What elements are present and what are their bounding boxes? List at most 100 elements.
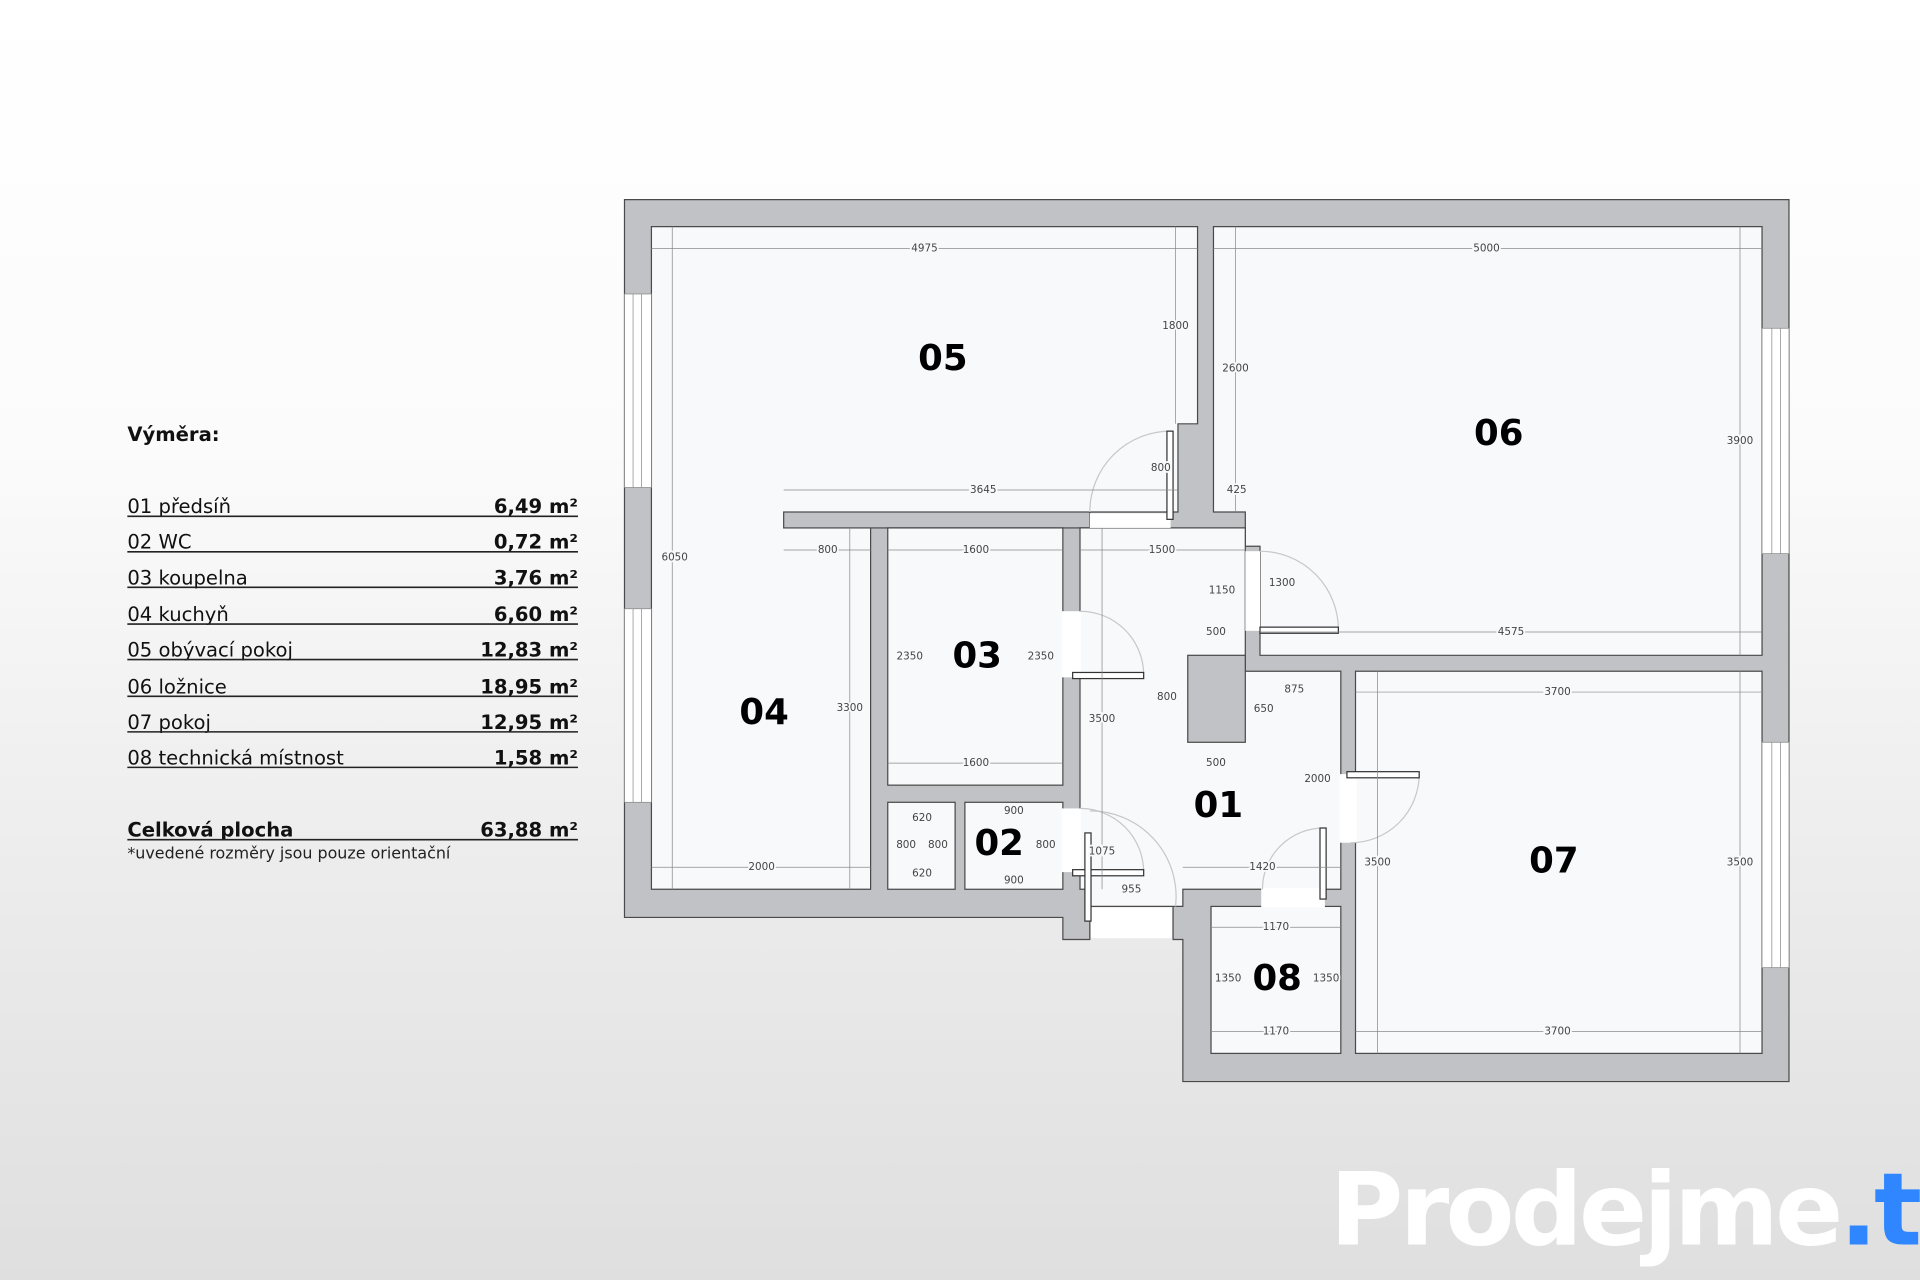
dimension-label: 1170	[1263, 1025, 1289, 1037]
door-opening	[1089, 513, 1171, 528]
dimension-label: 3900	[1727, 435, 1753, 447]
legend-room-label: 05 obývací pokoj	[127, 639, 293, 662]
room-label-05: 05	[918, 338, 967, 379]
dimension-label: 875	[1284, 684, 1304, 696]
entrance-opening	[1091, 907, 1172, 939]
room-08	[1210, 905, 1342, 1055]
logo-dot: .	[1840, 1151, 1874, 1268]
dimension-label: 4575	[1498, 626, 1524, 638]
door-opening	[1339, 774, 1357, 843]
dimension-label: 500	[1206, 626, 1226, 638]
legend-room-area: 12,95 m²	[480, 711, 578, 734]
door-opening	[1245, 551, 1260, 631]
dimension-label: 3645	[970, 484, 996, 496]
dimension-label: 900	[1004, 805, 1024, 817]
dimension-label: 800	[896, 839, 916, 851]
room-label-08: 08	[1252, 958, 1301, 999]
door-05	[1089, 430, 1174, 520]
door-07	[1346, 771, 1420, 844]
legend-room-area: 6,60 m²	[494, 603, 578, 626]
logo-main-text: Prodejme	[1330, 1151, 1840, 1268]
legend-room-area: 3,76 m²	[494, 566, 578, 589]
dimension-label: 620	[912, 867, 932, 879]
room-03	[887, 527, 1064, 786]
legend-row: 08 technická místnost 1,58 m²	[127, 746, 578, 769]
legend-total-row: Celková plocha 63,88 m²	[127, 819, 578, 842]
dimension-label: 6050	[661, 551, 687, 563]
legend-room-label: 08 technická místnost	[127, 746, 344, 769]
window	[624, 293, 652, 488]
legend-room-area: 12,83 m²	[480, 639, 578, 662]
dimension-label: 955	[1122, 883, 1142, 895]
dimension-label: 425	[1227, 484, 1247, 496]
dimension-label: 1600	[963, 544, 989, 556]
room-labels: 01 02 03 04 05 06 07 08	[739, 338, 1578, 999]
room-07	[1354, 670, 1763, 1055]
room-label-02: 02	[974, 823, 1023, 864]
dimension-label: 800	[928, 839, 948, 851]
dimension-label: 2000	[748, 861, 774, 873]
door-opening	[1261, 888, 1325, 908]
door-06	[1259, 550, 1339, 634]
legend-room-area: 6,49 m²	[494, 495, 578, 518]
dimension-label: 800	[1151, 462, 1171, 474]
dimension-label: 1420	[1249, 861, 1275, 873]
dimension-label: 2350	[1028, 651, 1054, 663]
window	[624, 608, 652, 803]
dimension-label: 1150	[1209, 584, 1235, 596]
legend-row: 07 pokoj 12,95 m²	[127, 711, 578, 734]
dimension-label: 3700	[1544, 686, 1570, 698]
legend-room-label: 07 pokoj	[127, 711, 211, 734]
dimension-label: 2600	[1222, 363, 1248, 375]
floor-plan: 4975 5000 1800 2600 6050 3900 3645 425 8…	[623, 199, 1790, 1083]
room-label-06: 06	[1474, 413, 1523, 454]
door-opening	[1061, 808, 1082, 873]
total-area: 63,88 m²	[480, 819, 578, 842]
logo-tld: to	[1874, 1151, 1920, 1268]
legend-room-label: 02 WC	[127, 531, 191, 554]
legend-row: 03 koupelna 3,76 m²	[127, 566, 578, 589]
dimension-label: 4975	[911, 243, 937, 255]
dimension-label: 650	[1254, 703, 1274, 715]
partition-wall	[783, 511, 1091, 529]
legend-room-label: 01 předsíň	[127, 495, 231, 518]
dimension-lines	[651, 226, 1763, 1054]
door-03	[1072, 610, 1145, 680]
dimension-label: 1350	[1215, 973, 1241, 985]
dimension-label: 500	[1206, 757, 1226, 769]
dimension-label: 3500	[1089, 713, 1115, 725]
dimension-label: 800	[1157, 691, 1177, 703]
dimension-label: 1800	[1162, 320, 1188, 332]
prodejme-logo: Prodejme.to	[1330, 1151, 1920, 1268]
legend-room-label: 04 kuchyň	[127, 603, 228, 626]
dimension-label: 3300	[837, 702, 863, 714]
legend-row: 04 kuchyň 6,60 m²	[127, 603, 578, 626]
legend-room-label: 06 ložnice	[127, 675, 226, 698]
dimension-label: 1300	[1269, 577, 1295, 589]
dimension-label: 3700	[1544, 1025, 1570, 1037]
dimension-label: 800	[818, 544, 838, 556]
legend-row: 05 obývací pokoj 12,83 m²	[127, 639, 578, 662]
dimension-label: 1350	[1313, 973, 1339, 985]
room-label-07: 07	[1529, 840, 1578, 881]
dimension-label: 3500	[1364, 856, 1390, 868]
total-label: Celková plocha	[127, 819, 293, 842]
door-08	[1261, 827, 1327, 900]
dimension-label: 3500	[1727, 856, 1753, 868]
window	[1761, 741, 1790, 969]
dimension-label: 1170	[1263, 921, 1289, 933]
disclaimer-note: *uvedené rozměry jsou pouze orientační	[127, 844, 451, 863]
legend-room-label: 03 koupelna	[127, 566, 247, 589]
legend-row: 01 předsíň 6,49 m²	[127, 495, 578, 518]
dimension-label: 1600	[963, 757, 989, 769]
legend-room-area: 1,58 m²	[494, 746, 578, 769]
door-opening	[1061, 611, 1082, 678]
entrance-door	[1084, 810, 1177, 922]
dimension-label: 900	[1004, 875, 1024, 887]
dimension-label: 2000	[1304, 773, 1330, 785]
room-02-niche	[887, 801, 956, 890]
dimension-label: 2350	[897, 651, 923, 663]
